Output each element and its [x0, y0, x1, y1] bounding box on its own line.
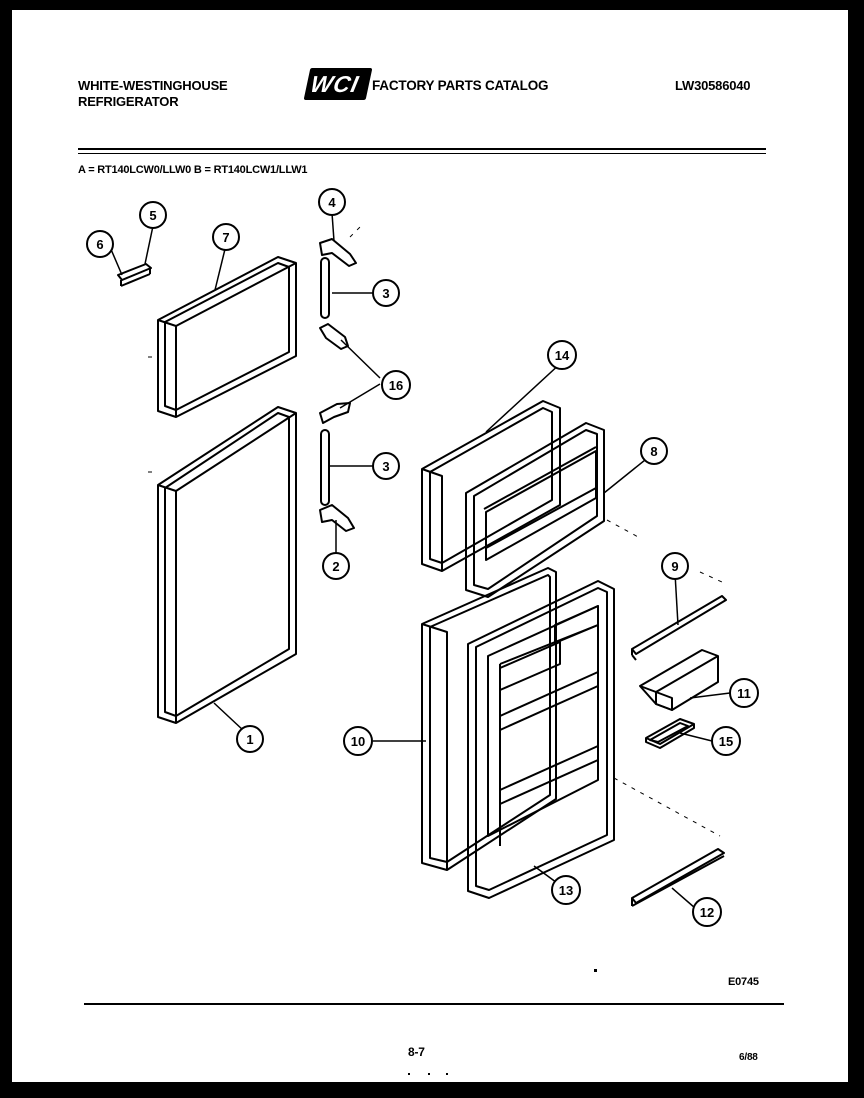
callout-label: 9 [671, 559, 678, 574]
callout-9: 9 [661, 552, 689, 580]
callout-12: 12 [692, 897, 722, 927]
callout-label: 3 [382, 286, 389, 301]
top-hinge [319, 238, 357, 267]
callout-label: 11 [737, 686, 751, 701]
catalog-number: LW30586040 [675, 78, 751, 93]
shelf-trim-upper [631, 595, 727, 661]
brand-title: WHITE-WESTINGHOUSE [78, 78, 228, 93]
print-date: 6/88 [739, 1052, 758, 1063]
callout-bubbles: 1 2 3 3 4 5 6 7 8 9 10 11 12 13 14 15 16 [86, 188, 759, 927]
callout-label: 1 [246, 732, 253, 747]
fresh-food-gasket [157, 406, 297, 724]
callout-8: 8 [640, 437, 668, 465]
callout-label: 8 [650, 444, 657, 459]
catalog-title: FACTORY PARTS CATALOG [372, 78, 549, 93]
callout-2: 2 [322, 552, 350, 580]
callout-label: 2 [332, 559, 339, 574]
freezer-gasket [157, 256, 297, 418]
print-specks [408, 969, 597, 1075]
callout-label: 5 [149, 208, 156, 223]
hinge-cover-upper [319, 323, 349, 350]
fresh-food-door-panel [421, 567, 557, 871]
callout-4: 4 [318, 188, 346, 216]
callout-label: 4 [328, 195, 336, 210]
model-list: A = RT140LCW0/LLW0 B = RT140LCW1/LLW1 [78, 164, 308, 176]
callout-10: 10 [343, 726, 373, 756]
callout-label: 14 [555, 348, 570, 363]
callout-label: 15 [719, 734, 733, 749]
callout-3-lower: 3 [372, 452, 400, 480]
callout-label: 16 [389, 378, 403, 393]
hinge-cover-lower [319, 402, 351, 424]
leader-lines [109, 212, 731, 909]
door-shelf-bin [639, 649, 719, 711]
callout-1: 1 [236, 725, 264, 753]
header-rule-bottom [78, 153, 766, 154]
shelf-trim-lower [631, 848, 725, 907]
callout-3-upper: 3 [372, 279, 400, 307]
egg-tray [645, 718, 695, 749]
footer-rule [84, 1003, 784, 1005]
callout-5: 5 [139, 201, 167, 229]
callout-14: 14 [547, 340, 577, 370]
freezer-door-liner [465, 422, 605, 598]
callout-15: 15 [711, 726, 741, 756]
callout-label: 12 [700, 905, 714, 920]
product-type: REFRIGERATOR [78, 94, 179, 109]
callout-6: 6 [86, 230, 114, 258]
header-rule-top [78, 148, 766, 150]
callout-label: 7 [222, 230, 229, 245]
callout-label: 6 [96, 237, 103, 252]
page-number: 8-7 [408, 1045, 425, 1059]
freezer-door-panel [421, 400, 561, 572]
callout-label: 3 [382, 459, 389, 474]
callout-16: 16 [381, 370, 411, 400]
callout-7: 7 [212, 223, 240, 251]
bottom-hinge [319, 504, 355, 532]
lower-handle-trim [320, 429, 330, 506]
callout-11: 11 [729, 678, 759, 708]
drawing-code: E0745 [728, 976, 759, 988]
callout-13: 13 [551, 875, 581, 905]
fresh-food-door-liner [467, 580, 615, 899]
upper-handle-trim [320, 257, 330, 319]
assembly-lines [148, 226, 723, 837]
callout-label: 10 [351, 734, 365, 749]
callout-label: 13 [559, 883, 573, 898]
door-stop-clip [117, 263, 152, 287]
